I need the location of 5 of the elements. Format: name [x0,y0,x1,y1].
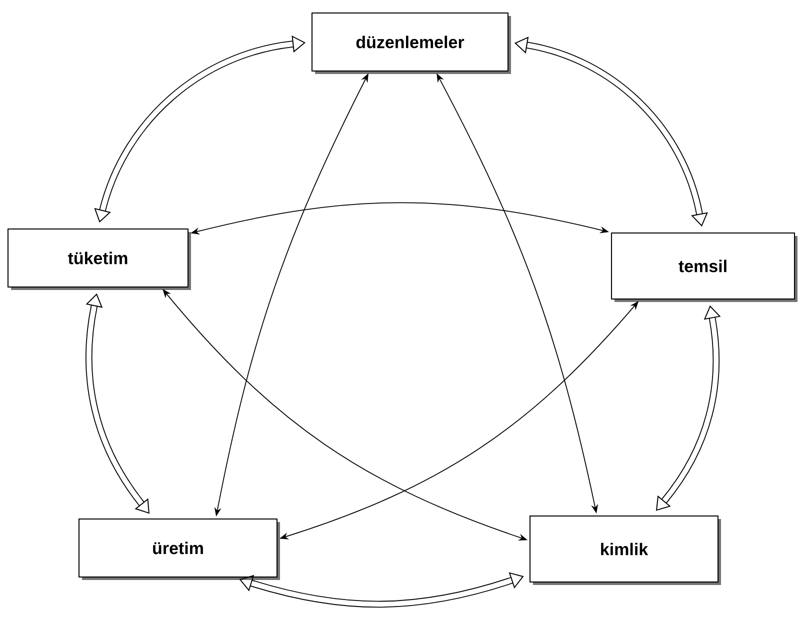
process-box: temsil [611,232,798,302]
process-box: tüketim [8,228,191,290]
process-box: kimlik [530,515,721,585]
process-box: üretim [78,518,280,580]
process-box: düzenlemeler [312,12,511,74]
